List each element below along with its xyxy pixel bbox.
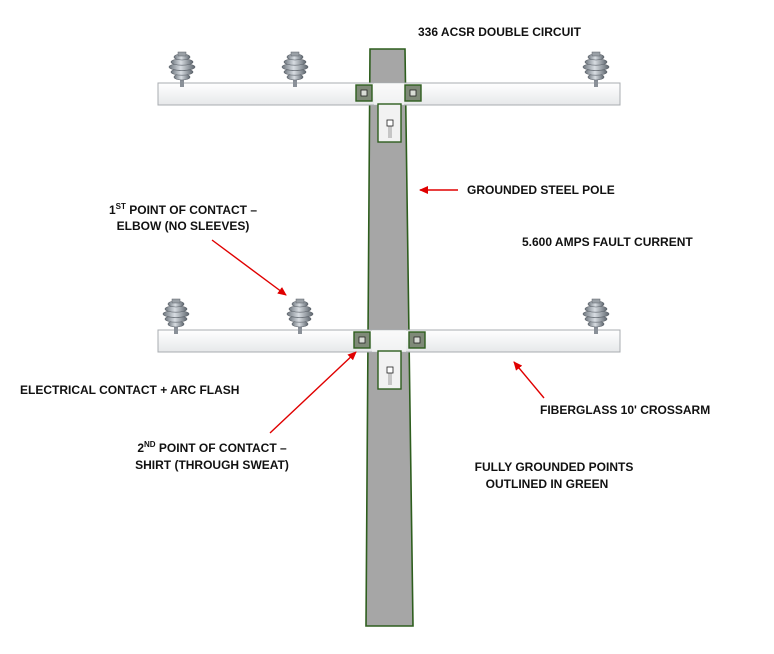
- electrical-contact-label: ELECTRICAL CONTACT + ARC FLASH: [20, 383, 239, 397]
- first-contact-label-line2: ELBOW (NO SLEEVES): [117, 219, 250, 233]
- upper-left-insulator-icon: [168, 51, 196, 88]
- pole-label: GROUNDED STEEL POLE: [467, 183, 615, 197]
- second-contact-label-line2: SHIRT (THROUGH SWEAT): [135, 458, 289, 472]
- upper-middle-insulator-icon: [281, 51, 309, 88]
- circuit-label: 336 ACSR DOUBLE CIRCUIT: [418, 25, 582, 39]
- upper-pole-bracket: [377, 103, 402, 143]
- first-contact-arrow: [211, 239, 287, 296]
- crossarm-label: FIBERGLASS 10' CROSSARM: [540, 403, 710, 417]
- upper-right-insulator-icon: [582, 51, 610, 88]
- lower-left-insulator-icon: [162, 298, 190, 335]
- lower-pole-bracket: [377, 350, 402, 390]
- grounded-points-label-line2: OUTLINED IN GREEN: [486, 477, 609, 491]
- second-contact-arrow: [269, 351, 357, 434]
- grounded-points-label-line1: FULLY GROUNDED POINTS: [475, 460, 634, 474]
- second-contact-label-line1: 2ND POINT OF CONTACT –: [137, 440, 287, 455]
- lower-right-insulator-icon: [582, 298, 610, 335]
- first-contact-label-line1: 1ST POINT OF CONTACT –: [109, 202, 257, 217]
- upper-right-bolt-plate: [404, 84, 422, 102]
- upper-left-bolt-plate: [355, 84, 373, 102]
- fault-current-label: 5.600 AMPS FAULT CURRENT: [522, 235, 693, 249]
- lower-left-bolt-plate: [353, 331, 371, 349]
- lower-right-bolt-plate: [408, 331, 426, 349]
- crossarm-arrow: [513, 361, 545, 399]
- lower-middle-insulator-icon: [286, 298, 314, 335]
